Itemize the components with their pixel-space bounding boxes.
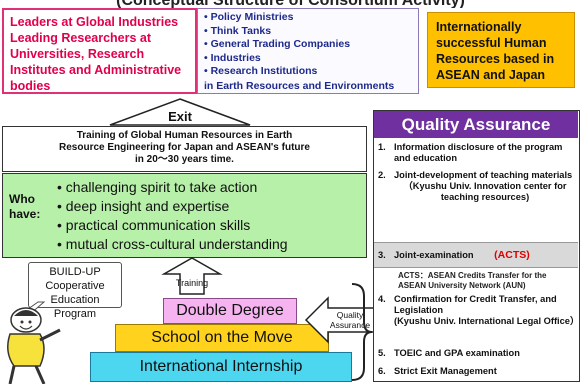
qa-item-3-row: 3. Joint-examination (ACTS) — [378, 250, 576, 261]
leaders-line: Universities, Research — [10, 47, 145, 61]
qa-item-2: 2. Joint-development of teaching materia… — [378, 170, 576, 203]
organization-item: Industries — [204, 52, 412, 66]
qa-item-3: 3. Joint-examination (ACTS) — [374, 242, 578, 268]
qa-item-number: 4. — [378, 294, 386, 304]
qa-item-number: 5. — [378, 348, 386, 358]
buildup-line: BUILD-UP — [49, 266, 101, 278]
qa-item-subtext: （Kyushu Univ. Innovation center for teac… — [403, 181, 567, 202]
buildup-line: Education Program — [50, 294, 100, 320]
exit-arrow-icon: Exit — [109, 98, 251, 126]
qa-item-text: Joint-examination — [394, 250, 474, 260]
qa-item-number: 2. — [378, 170, 386, 180]
page-title: (Conceptual Structure of Consortium Acti… — [0, 0, 581, 8]
leaders-line: Leading Researchers at — [10, 31, 152, 45]
buildup-callout: BUILD-UP Cooperative Education Program — [28, 262, 122, 320]
leaders-line: Institutes and Administrative — [10, 63, 182, 77]
qa-item-text: Confirmation for Credit Transfer, and Le… — [394, 294, 557, 315]
training-arrow-label: Training — [176, 278, 208, 288]
qa-item-4: 4. Confirmation for Credit Transfer, and… — [378, 294, 580, 327]
qa-item-subtext: (Kyushu Univ. International Legal Office… — [394, 316, 580, 326]
acts-tag: (ACTS) — [494, 249, 530, 261]
who-have-label: Who have: — [9, 192, 53, 222]
attributes-box: Who have: challenging spirit to take act… — [2, 173, 367, 258]
training-line: Training of Global Human Resources in Ea… — [76, 130, 293, 141]
qa-item-6: 6. Strict Exit Management — [378, 366, 576, 377]
international-internship-block: International Internship — [90, 352, 352, 382]
have-label: have: — [9, 207, 41, 221]
intl-line: successful Human — [436, 36, 547, 50]
trait-item: deep insight and expertise — [57, 197, 288, 216]
qa-item-text: TOEIC and GPA examination — [394, 348, 520, 358]
training-line: in 20～30 years time. — [135, 154, 234, 165]
leaders-line: Leaders at Global Industries — [10, 15, 179, 29]
training-description-box: Training of Global Human Resources in Ea… — [2, 126, 367, 172]
intl-line: Internationally — [436, 20, 522, 34]
international-resources-box: Internationally successful Human Resourc… — [427, 12, 575, 88]
qa-item-text: Strict Exit Management — [394, 366, 497, 376]
training-arrow-icon: Training — [161, 257, 223, 295]
trait-item: challenging spirit to take action — [57, 178, 288, 197]
organization-item: Research Institutions — [204, 65, 412, 79]
training-line: Resource Engineering for Japan and ASEAN… — [59, 142, 310, 153]
qa-arrow-line2: Assurance — [330, 320, 370, 330]
person-figure-icon — [7, 301, 61, 384]
trait-item: practical communication skills — [57, 216, 288, 235]
leaders-box: Leaders at Global Industries Leading Res… — [2, 8, 197, 94]
qa-item-text: Information disclosure of the program an… — [394, 142, 563, 163]
exit-label: Exit — [168, 109, 193, 124]
school-on-the-move-block: School on the Move — [115, 324, 329, 352]
bracket-icon — [351, 283, 373, 381]
qa-arrow-line1: Quality — [337, 310, 364, 320]
who-label: Who — [9, 192, 35, 206]
qa-item-number: 3. — [378, 250, 386, 260]
qa-item-1: 1. Information disclosure of the program… — [378, 142, 576, 164]
buildup-line: Cooperative — [45, 280, 105, 292]
qa-item-text: Joint-development of teaching materials — [394, 170, 573, 180]
trait-item: mutual cross-cultural understanding — [57, 235, 288, 254]
organizations-box: Policy Ministries Think Tanks General Tr… — [197, 8, 419, 94]
traits-list: challenging spirit to take action deep i… — [57, 178, 288, 254]
qa-item-number: 1. — [378, 142, 386, 152]
quality-assurance-panel: Quality Assurance 1. Information disclos… — [373, 110, 580, 382]
organization-item: General Trading Companies — [204, 38, 412, 52]
double-degree-block: Double Degree — [163, 298, 297, 324]
organization-item: Think Tanks — [204, 25, 412, 39]
intl-line: Resources based in — [436, 52, 555, 66]
qa-item-5: 5. TOEIC and GPA examination — [378, 348, 576, 359]
intl-line: ASEAN and Japan — [436, 68, 546, 82]
organizations-footer: in Earth Resources and Environments — [204, 79, 395, 92]
organization-item: Policy Ministries — [204, 11, 412, 25]
qa-item-number: 6. — [378, 366, 386, 376]
leaders-line: bodies — [10, 79, 51, 93]
qa-header: Quality Assurance — [374, 111, 578, 138]
acts-note: ACTS：ASEAN Credits Transfer for the ASEA… — [398, 271, 547, 290]
